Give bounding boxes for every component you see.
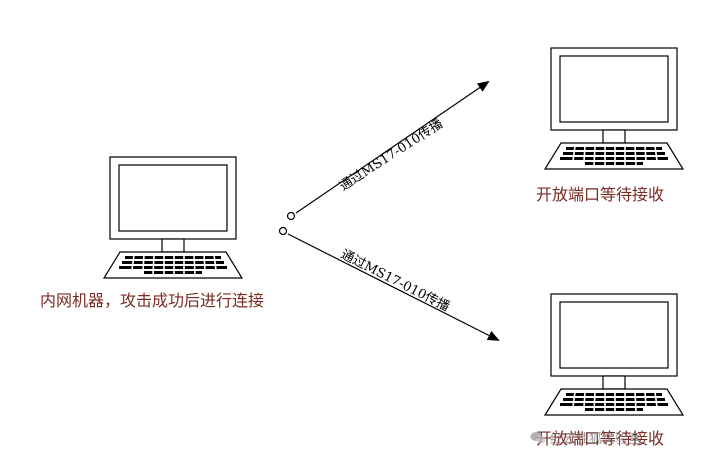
edge-label-1: 通过MS17-010传播 [337,116,446,194]
target-computer-icon-1 [544,47,684,170]
target-label-1: 开放端口等待接收 [536,185,665,204]
watermark-text: 红云独狐实验室 [550,432,642,447]
edge-label-2: 通过MS17-010传播 [338,247,452,315]
watermark: 红云独狐实验室 [530,428,641,447]
wechat-icon [530,431,546,445]
source-label: 内网机器，攻击成功后进行连接 [40,291,265,310]
edge-start-dot-2 [278,226,288,236]
target-label-2: 开放端口等待接收 [536,429,665,448]
edge-arrow-1 [295,80,490,214]
edge-arrow-2 [287,233,500,341]
target-computer-icon-2 [544,293,684,416]
source-computer-icon [103,156,243,279]
edge-start-dot-1 [286,211,296,221]
